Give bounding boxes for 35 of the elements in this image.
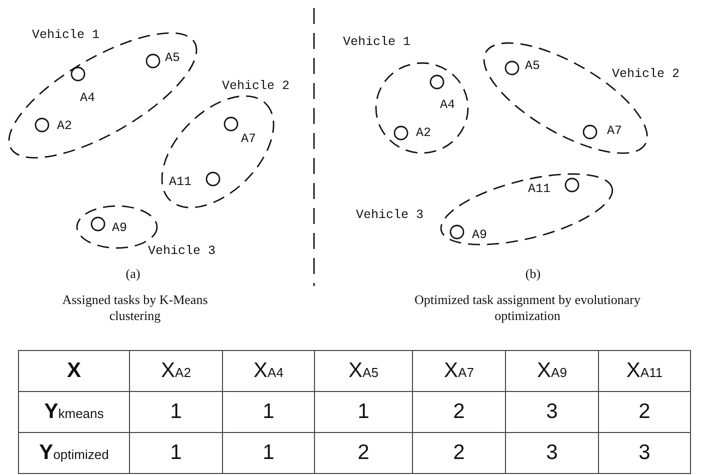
task-label: A11 (528, 182, 550, 196)
task-label: A7 (606, 124, 622, 138)
vehicle-label: Vehicle 3 (148, 244, 216, 258)
task-label: A9 (112, 221, 128, 235)
task-label: A4 (80, 90, 95, 105)
row-header: X (66, 359, 81, 382)
table-value: 1 (262, 441, 274, 464)
caption: Assigned tasks by K-Means clustering (61, 292, 209, 324)
table-value: 3 (546, 400, 558, 423)
task-label: A4 (440, 98, 456, 112)
task-label: A5 (164, 50, 180, 65)
table-value: 2 (453, 441, 465, 464)
table-value: 1 (170, 400, 182, 423)
task-label: A2 (56, 118, 72, 133)
caption: Optimized task assignment by evolutionary optimization (413, 292, 642, 324)
task-label: A7 (240, 132, 256, 146)
table-value: 3 (546, 441, 558, 464)
table-value: 1 (358, 400, 370, 423)
task-label: A5 (524, 58, 540, 73)
vehicle-label: Vehicle 1 (343, 35, 411, 49)
vehicle-label: Vehicle 2 (612, 66, 680, 81)
task-label: A2 (416, 126, 432, 140)
table-value: 2 (638, 400, 650, 423)
task-label: A11 (168, 174, 192, 189)
vehicle-label: Vehicle 1 (32, 28, 100, 42)
panel-label: (b) (524, 266, 542, 282)
table-value: 2 (358, 441, 370, 464)
table-value: 1 (170, 441, 182, 464)
panel-label: (a) (124, 266, 142, 282)
vehicle-label: Vehicle 3 (356, 208, 424, 222)
table-value: 3 (638, 441, 650, 464)
task-label: A9 (472, 228, 487, 242)
vehicle-label: Vehicle 2 (222, 79, 290, 93)
table-value: 1 (262, 400, 274, 423)
table-value: 2 (453, 400, 465, 423)
